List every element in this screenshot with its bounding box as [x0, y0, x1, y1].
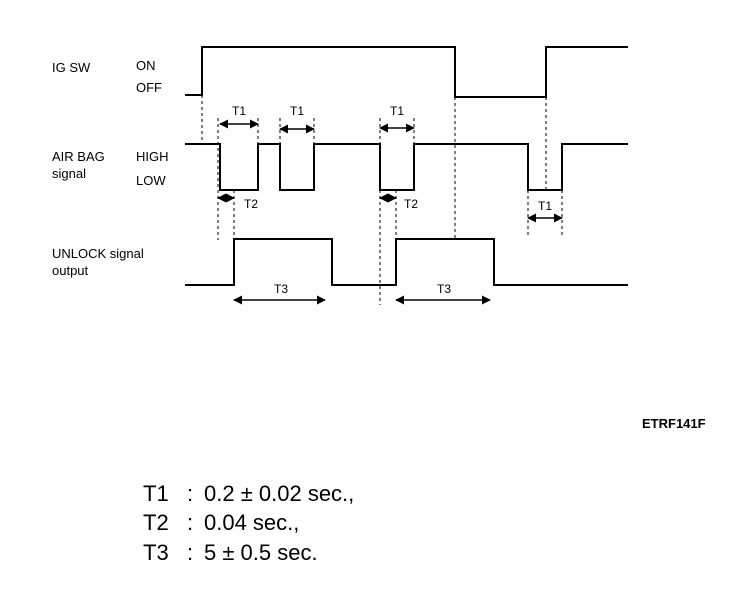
ig-sw-off-label: OFF — [136, 80, 162, 95]
t2-label: T2 — [404, 197, 418, 211]
ig-sw-waveform — [185, 46, 628, 98]
air-bag-label: AIR BAG — [52, 149, 105, 164]
t1-label: T1 — [538, 199, 552, 213]
t3-label: T3 — [274, 282, 288, 296]
legend-t3-value: 5 ± 0.5 sec. — [204, 540, 318, 565]
legend-t2-value: 0.04 sec., — [204, 510, 299, 535]
air-bag-high-label: HIGH — [136, 149, 169, 164]
air-bag-low-label: LOW — [136, 173, 166, 188]
legend-t3-name: T3 — [143, 540, 169, 565]
legend-t1-value: 0.2 ± 0.02 sec., — [204, 481, 354, 506]
unlock-waveform — [185, 238, 628, 286]
t1-label: T1 — [290, 104, 304, 118]
t3-label: T3 — [437, 282, 451, 296]
t1-label: T1 — [232, 104, 246, 118]
legend-t1-name: T1 — [143, 481, 169, 506]
t1-label: T1 — [390, 104, 404, 118]
legend-t1-sep: : — [187, 481, 193, 506]
ig-sw-label: IG SW — [52, 60, 91, 75]
legend-t2-sep: : — [187, 510, 193, 535]
figure-code: ETRF141F — [642, 416, 706, 431]
t2-label: T2 — [244, 197, 258, 211]
legend-t3-sep: : — [187, 540, 193, 565]
unlock-label-line2: output — [52, 263, 89, 278]
legend-t2-name: T2 — [143, 510, 169, 535]
ig-sw-on-label: ON — [136, 58, 156, 73]
unlock-label: UNLOCK signal — [52, 246, 144, 261]
air-bag-waveform — [185, 143, 628, 191]
air-bag-label-line2: signal — [52, 166, 86, 181]
